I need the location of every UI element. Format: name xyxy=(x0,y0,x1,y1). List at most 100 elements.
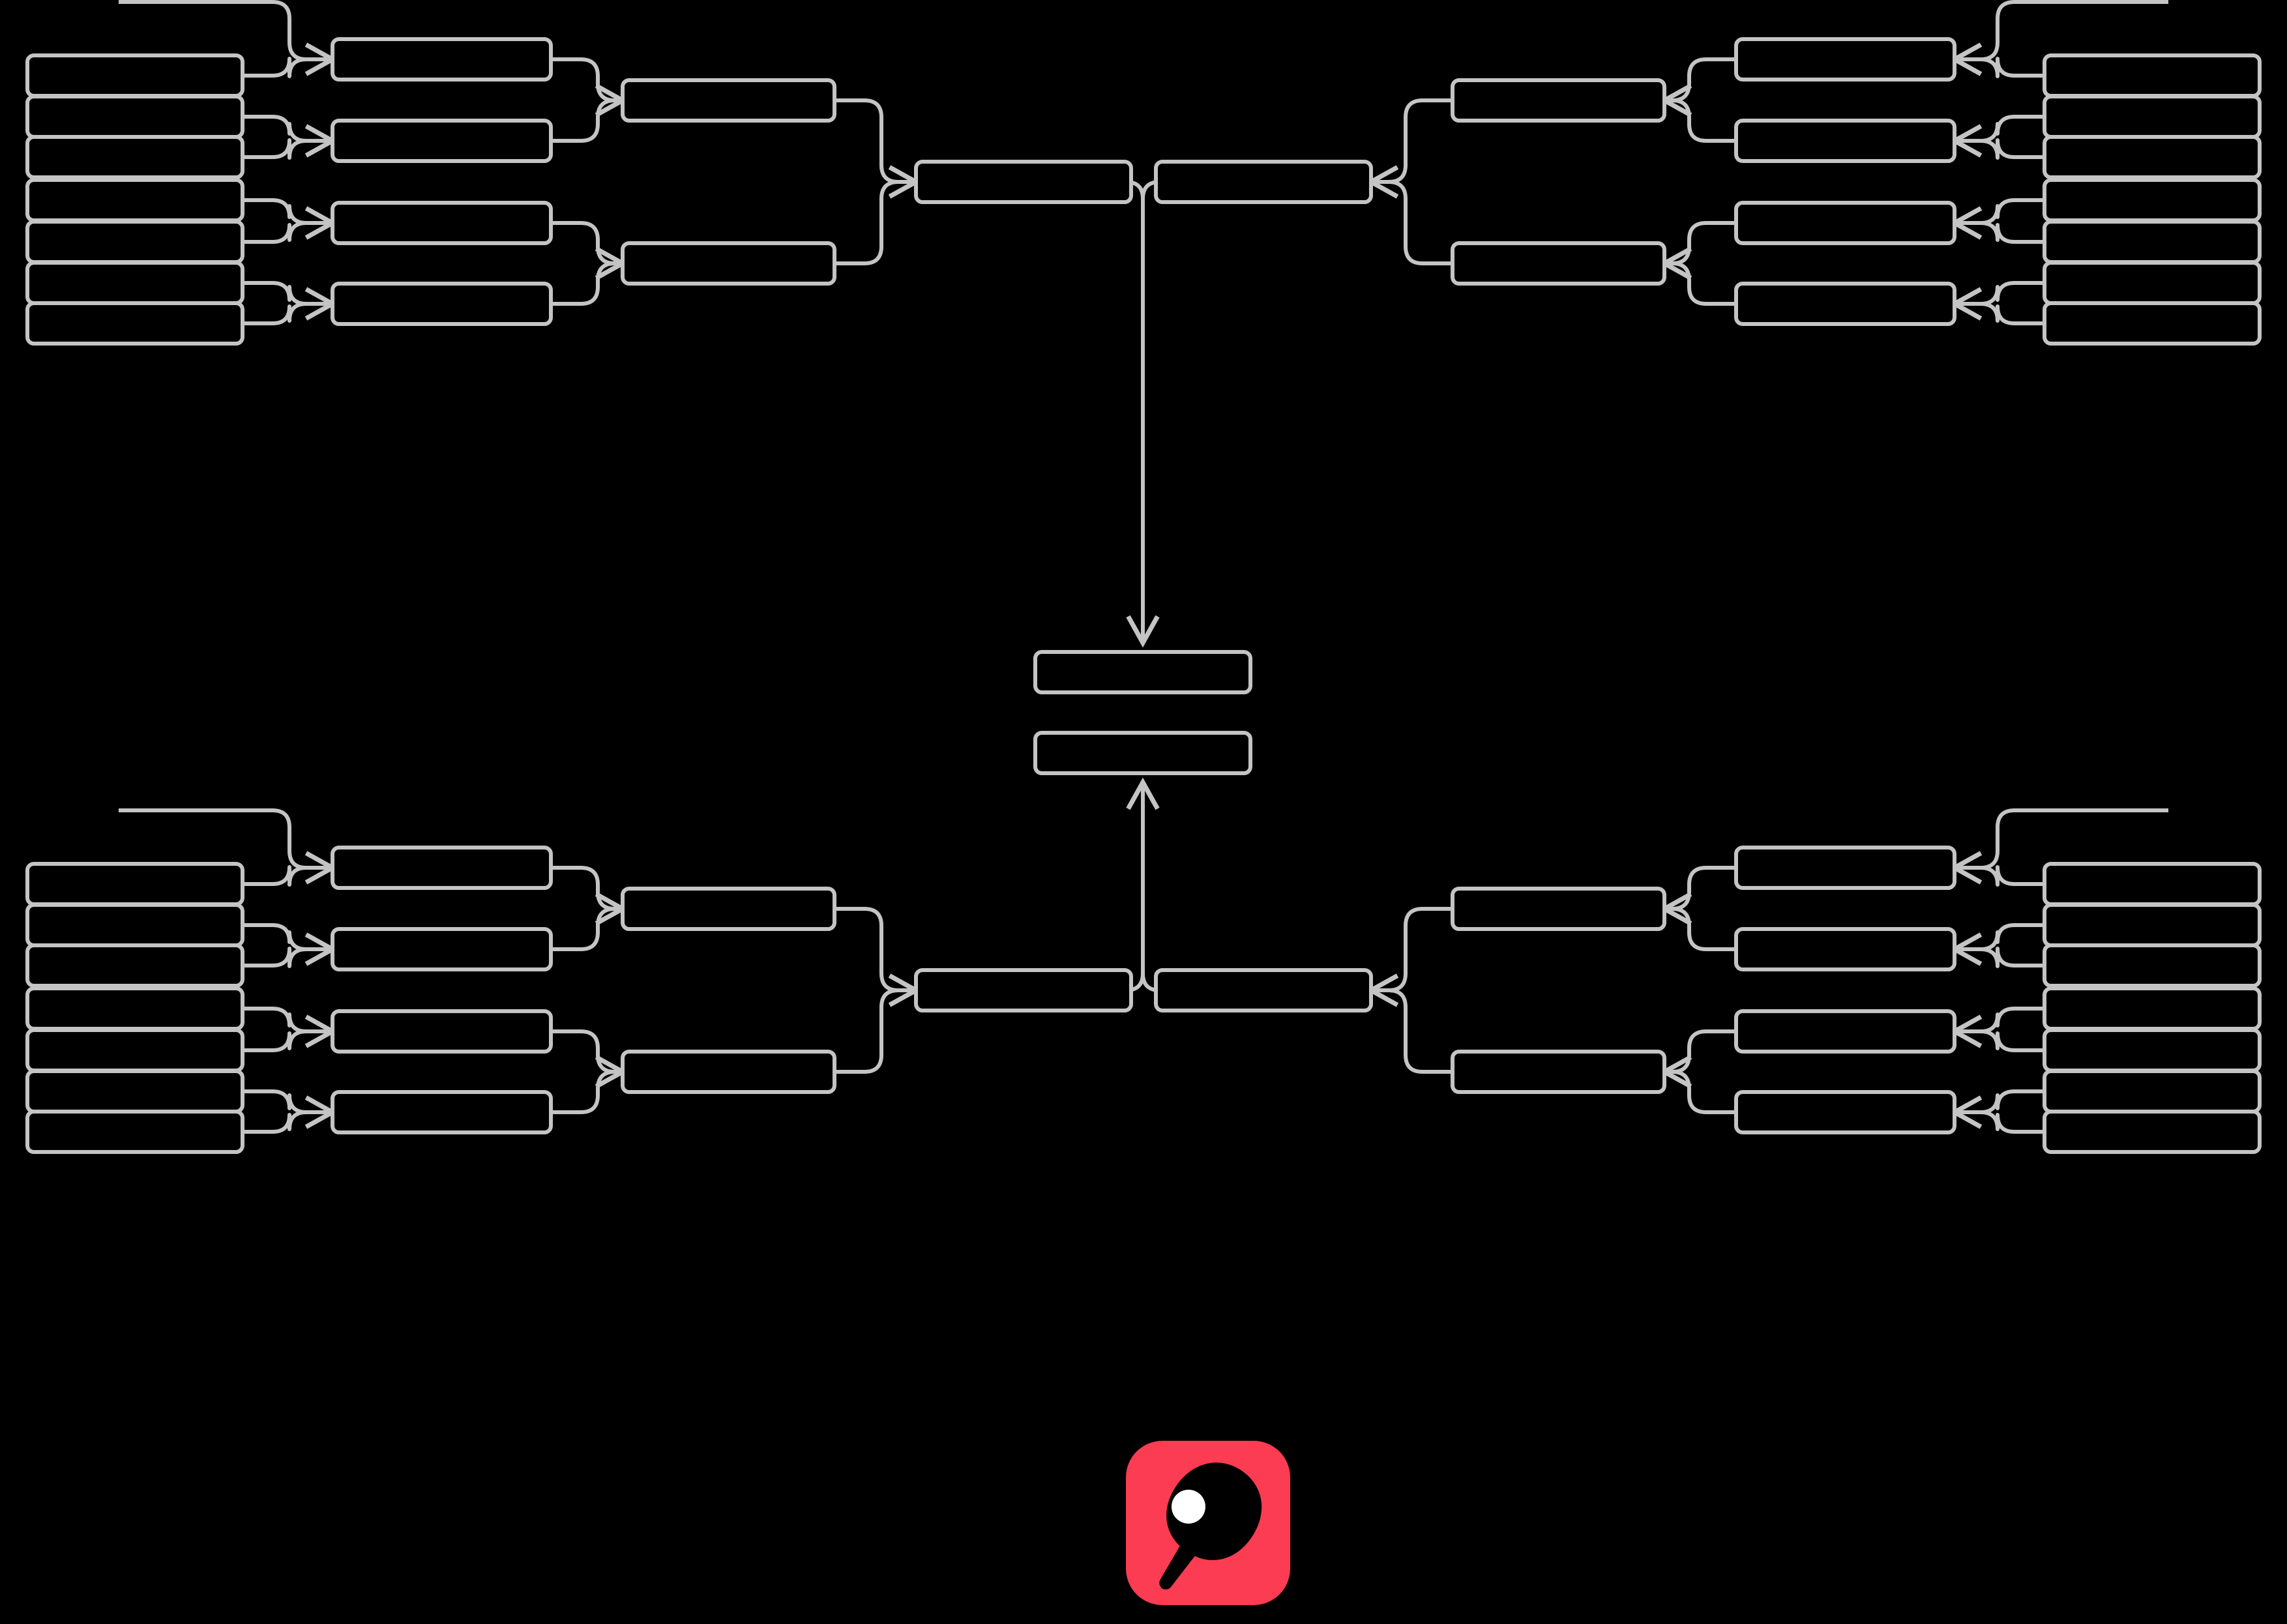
slot-r1-left-top-7[interactable] xyxy=(25,301,244,346)
slot-r1-right-bottom-2[interactable] xyxy=(2043,903,2262,947)
slot-r2-left-bottom-2[interactable] xyxy=(331,927,553,971)
paddle-icon xyxy=(1159,1462,1262,1589)
slot-r1-right-bottom-4[interactable] xyxy=(2043,986,2262,1031)
link-r1-r2-right-bottom-7 xyxy=(1949,1095,2044,1134)
slot-final-runner-up[interactable] xyxy=(1033,731,1252,775)
slot-r1-left-bottom-3[interactable] xyxy=(25,943,244,988)
link-r1-r2-right-top-1 xyxy=(1949,42,2044,78)
link-r1-r2-right-top-5 xyxy=(1949,206,2044,244)
slot-final-champion[interactable] xyxy=(1033,650,1252,694)
slot-r1-right-top-3[interactable] xyxy=(2043,135,2262,179)
link-r1-r2-left-bottom-3 xyxy=(243,932,338,968)
link-r1-r2-left-bottom-5 xyxy=(243,1014,338,1052)
slot-qf-right-top-2[interactable] xyxy=(1451,241,1666,286)
link-r2-qf-left-top-1 xyxy=(551,57,623,102)
slot-qf-right-bottom-2[interactable] xyxy=(1451,1050,1666,1094)
slot-r2-right-top-2[interactable] xyxy=(1734,119,1956,163)
slot-r1-left-bottom-1[interactable] xyxy=(25,862,244,906)
slot-r2-right-bottom-1[interactable] xyxy=(1734,846,1956,890)
slot-r1-left-top-1[interactable] xyxy=(25,53,244,98)
slot-r2-left-top-4[interactable] xyxy=(331,282,553,326)
slot-r2-right-top-4[interactable] xyxy=(1734,282,1956,326)
slot-qf-left-bottom-1[interactable] xyxy=(621,887,836,931)
link-qf-sf-right-top-1 xyxy=(1371,98,1453,184)
slot-r1-left-top-6[interactable] xyxy=(25,261,244,305)
slot-r1-left-bottom-5[interactable] xyxy=(25,1028,244,1072)
slot-qf-left-top-1[interactable] xyxy=(621,78,836,123)
slot-r1-left-bottom-4[interactable] xyxy=(25,986,244,1031)
slot-r1-left-top-3[interactable] xyxy=(25,135,244,179)
link-r2-qf-left-bottom-1 xyxy=(551,866,623,911)
slot-r1-left-top-4[interactable] xyxy=(25,178,244,222)
link-r1-r2-left-top-6 xyxy=(243,281,332,306)
link-r1-r2-left-top-1 xyxy=(243,42,338,78)
link-r2-qf-left-top-2 xyxy=(551,83,628,143)
link-r1-r2-right-top-3 xyxy=(1949,124,2044,160)
link-qf-sf-right-top-2 xyxy=(1366,165,1453,265)
link-r2-qf-left-top-4 xyxy=(551,246,628,306)
link-qf-sf-right-bottom-1 xyxy=(1371,907,1453,992)
link-r1-r2-left-top-2 xyxy=(243,115,332,143)
slot-sf-left-bottom[interactable] xyxy=(914,968,1133,1012)
slot-r2-left-top-1[interactable] xyxy=(331,37,553,81)
slot-r2-right-top-1[interactable] xyxy=(1734,37,1956,81)
link-r1-r2-left-bottom-1 xyxy=(243,851,338,887)
slot-r2-left-bottom-3[interactable] xyxy=(331,1009,553,1054)
slot-sf-right-bottom[interactable] xyxy=(1154,968,1373,1012)
slot-r1-right-bottom-6[interactable] xyxy=(2043,1069,2262,1114)
slot-r2-left-bottom-4[interactable] xyxy=(331,1090,553,1134)
slot-r2-right-bottom-4[interactable] xyxy=(1734,1090,1956,1134)
slot-r1-right-bottom-1[interactable] xyxy=(2043,862,2262,906)
slot-r1-right-top-4[interactable] xyxy=(2043,178,2262,222)
slot-r1-left-bottom-7[interactable] xyxy=(25,1110,244,1154)
pickleball-logo-svg xyxy=(1126,1441,1290,1605)
link-r2-qf-left-bottom-4 xyxy=(551,1055,628,1114)
bye-line-right-bottom-1 xyxy=(1955,808,2168,870)
link-qf-sf-left-top-2 xyxy=(834,165,921,265)
bye-line-right-top-1 xyxy=(1955,0,2168,61)
slot-r1-right-bottom-5[interactable] xyxy=(2043,1028,2262,1072)
link-r1-r2-right-bottom-5 xyxy=(1949,1014,2044,1052)
pickleball-app-icon[interactable] xyxy=(1126,1441,1290,1605)
slot-r1-left-bottom-6[interactable] xyxy=(25,1069,244,1114)
slot-sf-left-top[interactable] xyxy=(914,160,1133,204)
link-r1-r2-right-bottom-1 xyxy=(1949,851,2044,887)
slot-r2-left-bottom-1[interactable] xyxy=(331,846,553,890)
slot-r1-left-bottom-2[interactable] xyxy=(25,903,244,947)
link-r1-r2-left-top-5 xyxy=(243,206,338,244)
link-r2-qf-right-top-1 xyxy=(1664,57,1736,102)
link-r1-r2-left-bottom-6 xyxy=(243,1089,332,1114)
slot-r1-right-top-1[interactable] xyxy=(2043,53,2262,98)
link-r2-qf-left-top-3 xyxy=(551,221,623,265)
slot-sf-right-top[interactable] xyxy=(1154,160,1373,204)
link-qf-sf-left-top-1 xyxy=(834,98,916,184)
slot-r2-right-bottom-2[interactable] xyxy=(1734,927,1956,971)
slot-qf-left-top-2[interactable] xyxy=(621,241,836,286)
slot-r2-right-top-3[interactable] xyxy=(1734,201,1956,245)
slot-qf-right-bottom-1[interactable] xyxy=(1451,887,1666,931)
slot-r1-right-top-6[interactable] xyxy=(2043,261,2262,305)
slot-r2-left-top-2[interactable] xyxy=(331,119,553,163)
bye-line-left-bottom-1 xyxy=(119,808,332,870)
slot-r1-right-bottom-3[interactable] xyxy=(2043,943,2262,988)
slot-r1-right-top-5[interactable] xyxy=(2043,220,2262,264)
slot-r1-left-top-5[interactable] xyxy=(25,220,244,264)
slot-r1-right-top-2[interactable] xyxy=(2043,95,2262,139)
slot-qf-right-top-1[interactable] xyxy=(1451,78,1666,123)
slot-r1-left-top-2[interactable] xyxy=(25,95,244,139)
slot-qf-left-bottom-2[interactable] xyxy=(621,1050,836,1094)
slot-r1-right-top-7[interactable] xyxy=(2043,301,2262,346)
link-r2-qf-left-bottom-3 xyxy=(551,1029,623,1074)
link-r2-qf-right-bottom-1 xyxy=(1664,866,1736,911)
link-r1-r2-right-bottom-3 xyxy=(1949,932,2044,968)
bye-line-left-top-1 xyxy=(119,0,332,61)
link-r1-r2-left-top-3 xyxy=(243,124,338,160)
link-r2-qf-right-bottom-2 xyxy=(1659,892,1736,951)
link-qf-sf-left-bottom-1 xyxy=(834,907,916,992)
slot-r1-right-bottom-7[interactable] xyxy=(2043,1110,2262,1154)
slot-r2-left-top-3[interactable] xyxy=(331,201,553,245)
link-r2-qf-right-bottom-4 xyxy=(1659,1055,1736,1114)
slot-r2-right-bottom-3[interactable] xyxy=(1734,1009,1956,1054)
link-r2-qf-right-top-4 xyxy=(1659,246,1736,306)
link-qf-sf-left-bottom-2 xyxy=(834,973,921,1074)
